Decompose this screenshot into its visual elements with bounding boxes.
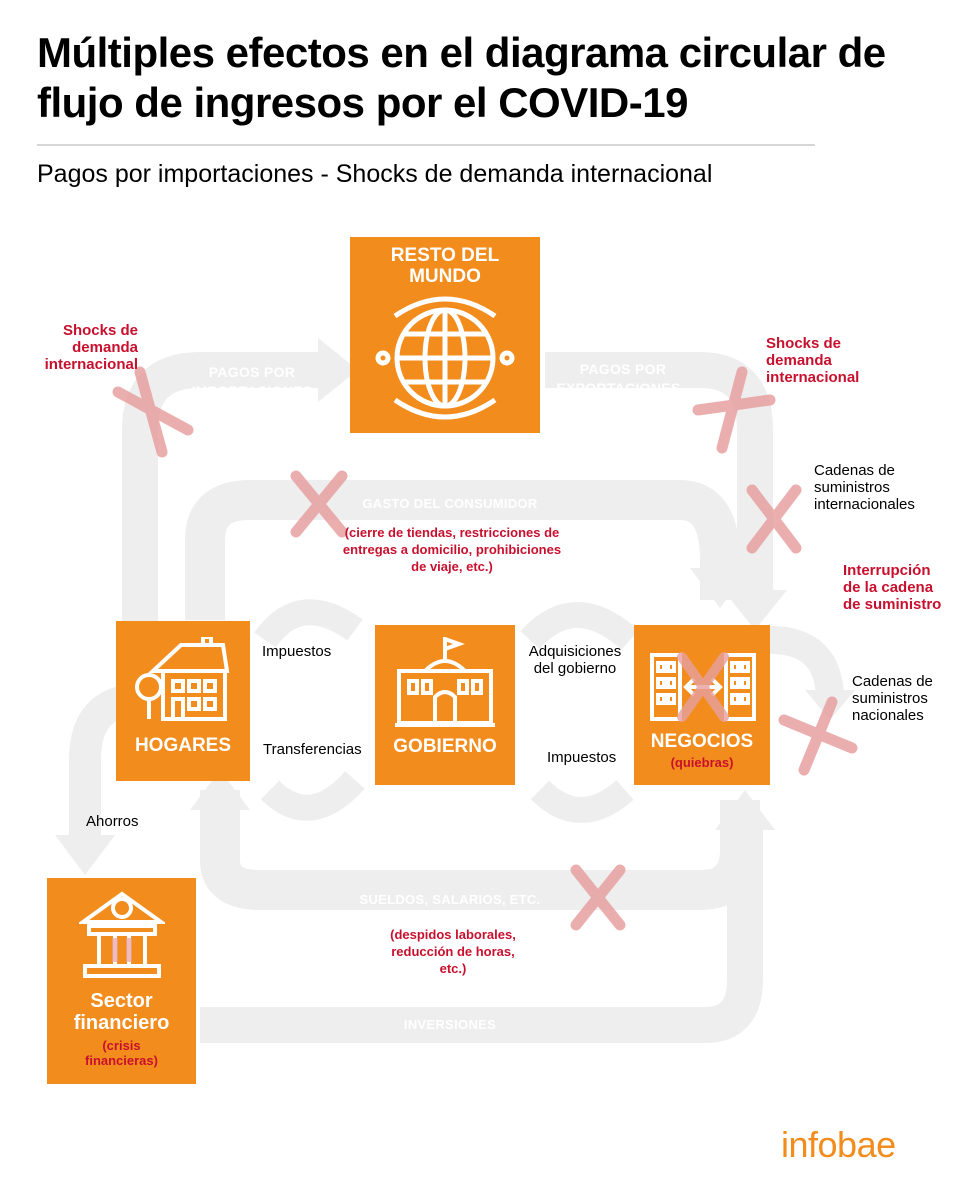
arrow-head-consumer bbox=[690, 568, 750, 608]
flow-label-investment: INVERSIONES bbox=[403, 1017, 497, 1032]
shock-label-right: Shocks de demanda internacional bbox=[766, 335, 860, 386]
house-icon bbox=[135, 637, 230, 721]
import-flow-band bbox=[122, 352, 320, 660]
node-hogares: HOGARES bbox=[116, 621, 250, 781]
flow-label-consumer: GASTO DEL CONSUMIDOR bbox=[362, 496, 538, 511]
node-label: NEGOCIOS bbox=[650, 731, 754, 752]
arrow-head-import bbox=[318, 338, 358, 402]
globe-icon bbox=[375, 296, 515, 420]
page-subtitle: Pagos por importaciones - Shocks de dema… bbox=[37, 160, 713, 188]
x-mark-import bbox=[112, 366, 194, 458]
node-sublabel: (crisis financieras) bbox=[85, 1038, 158, 1068]
investment-band bbox=[200, 820, 763, 1043]
bank-icon bbox=[79, 891, 165, 978]
arrow-head-savings bbox=[55, 835, 115, 875]
supply-chain-band bbox=[769, 626, 844, 701]
node-label: HOGARES bbox=[134, 735, 232, 756]
arrow-head-wages bbox=[190, 770, 250, 810]
node-negocios: NEGOCIOS (quiebras) bbox=[634, 625, 770, 785]
x-mark-consumer bbox=[290, 470, 348, 538]
x-mark-supply-int bbox=[746, 484, 802, 554]
x-mark-supply-nac bbox=[778, 696, 858, 776]
business-buildings-icon bbox=[650, 652, 756, 722]
node-label: GOBIERNO bbox=[393, 736, 497, 757]
label-cadenas-nacionales: Cadenas de suministros nacionales bbox=[852, 673, 933, 724]
label-impuestos-left: Impuestos bbox=[262, 643, 332, 660]
note-wages: (despidos laborales, reducción de horas,… bbox=[390, 927, 516, 976]
label-cadenas-internacionales: Cadenas de suministros internacionales bbox=[814, 462, 915, 513]
label-transferencias: Transferencias bbox=[263, 741, 362, 758]
flow-label-wages: SUELDOS, SALARIOS, ETC. bbox=[359, 892, 541, 907]
shock-label-left: Shocks de demanda internacional bbox=[44, 322, 138, 373]
title-divider bbox=[37, 144, 815, 146]
node-label: Sector financiero bbox=[73, 990, 170, 1034]
arrow-head-investment bbox=[715, 790, 775, 830]
x-mark-export bbox=[692, 366, 776, 454]
flow-diagram bbox=[55, 338, 858, 1043]
consumer-spending-band bbox=[185, 480, 740, 620]
government-building-icon bbox=[395, 637, 495, 727]
transfer-loop-left bbox=[260, 771, 365, 821]
label-adquisiciones: Adquisiciones del gobierno bbox=[528, 643, 622, 677]
label-ahorros: Ahorros bbox=[86, 813, 139, 830]
tax-loop-left bbox=[254, 599, 363, 648]
node-label: RESTO DEL MUNDO bbox=[390, 245, 500, 287]
shock-label-interrupcion: Interrupción de la cadena de suministro bbox=[843, 562, 942, 613]
page-title: Múltiples efectos en el diagrama circula… bbox=[37, 29, 886, 126]
node-gobierno: GOBIERNO bbox=[375, 625, 515, 785]
flow-label-imports: PAGOS POR IMPORTACIONES bbox=[191, 364, 313, 399]
flow-label-exports: PAGOS POR EXPORTACIONES - bbox=[556, 361, 690, 396]
node-sector-financiero: Sector financiero (crisis financieras) bbox=[47, 878, 196, 1084]
note-consumer: (cierre de tiendas, restricciones de ent… bbox=[342, 525, 562, 574]
node-resto-del-mundo: RESTO DEL MUNDO bbox=[350, 237, 540, 433]
purchase-loop-right bbox=[530, 779, 634, 823]
infobae-logo: infobae bbox=[781, 1124, 896, 1165]
label-impuestos-right: Impuestos bbox=[547, 749, 617, 766]
arrow-head-export bbox=[723, 590, 787, 630]
tax-loop-right bbox=[520, 602, 639, 650]
node-sublabel: (quiebras) bbox=[670, 755, 734, 770]
x-mark-wages bbox=[570, 864, 626, 931]
